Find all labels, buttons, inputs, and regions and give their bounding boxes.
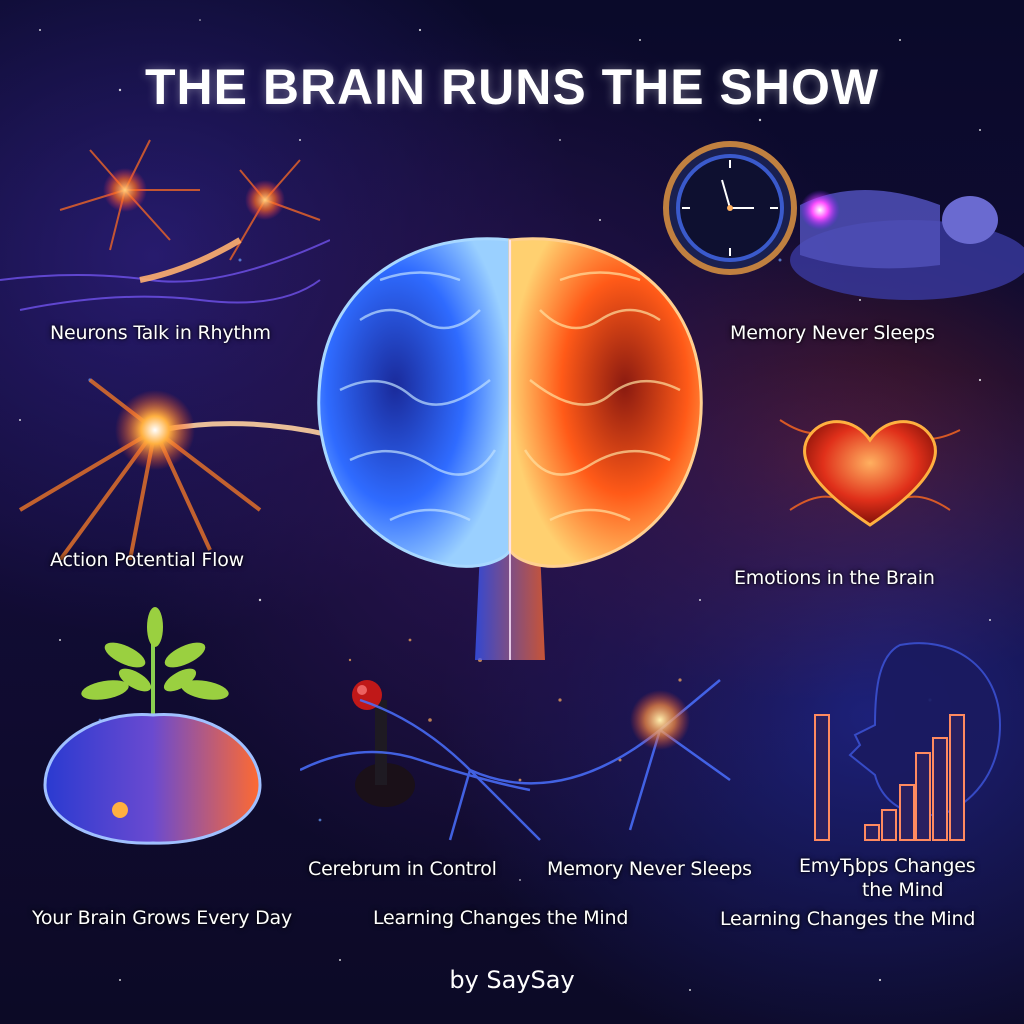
sleeping-person-illustration — [790, 190, 1024, 300]
head-profile-bar-chart-illustration — [814, 642, 1002, 841]
label-action-potential-flow: Action Potential Flow — [50, 549, 244, 571]
label-emotions-in-the-brain: Emotions in the Brain — [734, 567, 935, 589]
neuron-network-illustration — [0, 139, 330, 311]
central-brain-illustration — [317, 237, 703, 660]
neuron-action-potential-illustration — [18, 378, 330, 560]
joystick-icon — [352, 680, 415, 807]
heart-icon — [779, 419, 961, 527]
poster-credit: by SaySay — [449, 966, 575, 994]
sprout-brain-illustration — [43, 607, 262, 845]
label-your-brain-grows-every-day: Your Brain Grows Every Day — [32, 907, 293, 929]
label-memory-never-sleeps-bottom: Memory Never Sleeps — [547, 858, 752, 880]
label-memory-never-sleeps-top: Memory Never Sleeps — [730, 322, 935, 344]
label-learning-changes-the-mind-right: Learning Changes the Mind — [720, 908, 976, 930]
clock-icon — [663, 141, 797, 275]
label-neurons-talk-in-rhythm: Neurons Talk in Rhythm — [50, 322, 271, 344]
label-learning-changes-the-mind-center: Learning Changes the Mind — [373, 907, 629, 929]
label-emysops-changes-line2: the Mind — [862, 879, 944, 901]
poster-title: THE BRAIN RUNS THE SHOW — [144, 59, 880, 115]
label-emysops-changes-line1: EmyЂbps Changes — [799, 855, 976, 877]
label-cerebrum-in-control: Cerebrum in Control — [308, 858, 497, 880]
neuron-lightning-illustration — [300, 679, 731, 841]
